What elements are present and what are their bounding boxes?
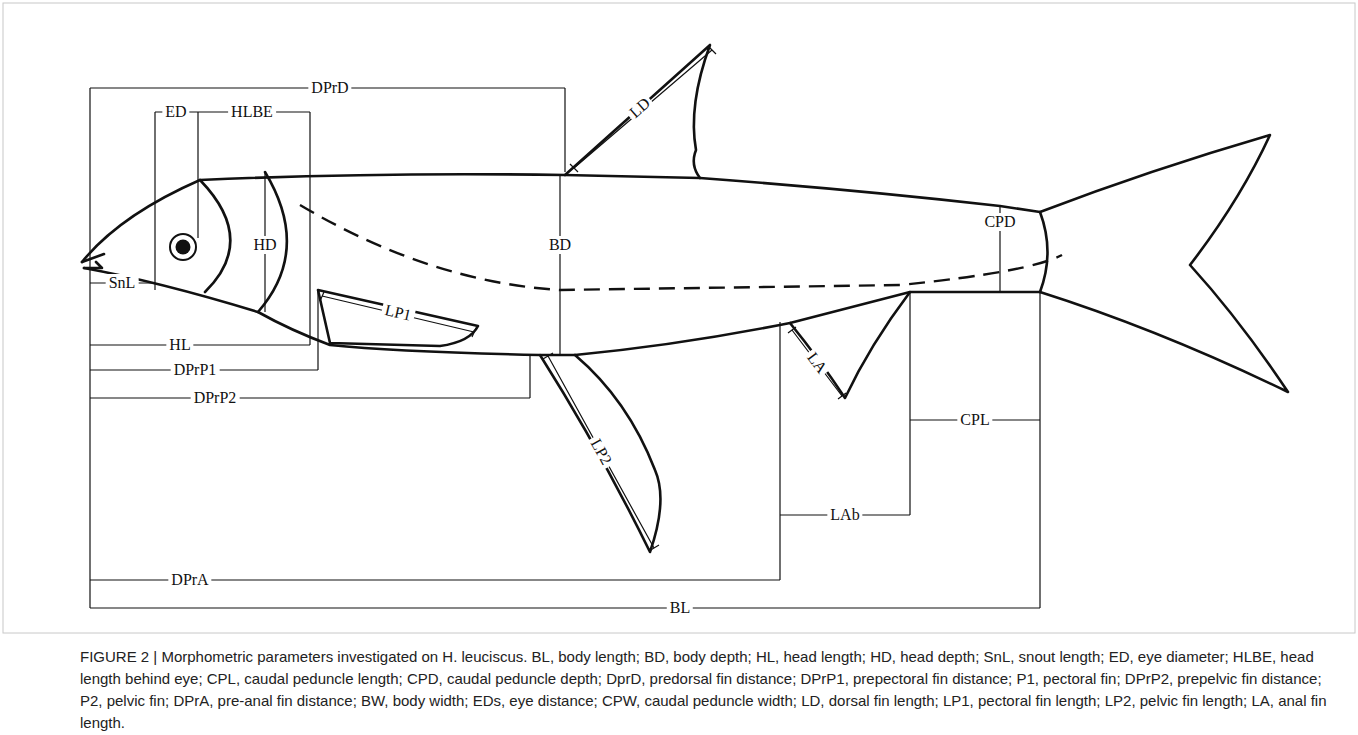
- dimension-label: BD: [546, 236, 574, 254]
- dimension-label: LP2: [585, 433, 617, 470]
- dimension-label: SnL: [106, 274, 139, 292]
- dimension-label: DPrP2: [191, 389, 240, 407]
- dimension-label: BL: [667, 599, 693, 617]
- figure-frame: [3, 3, 1355, 633]
- measurement-lines: [90, 46, 1040, 608]
- dimension-label: HD: [250, 236, 279, 254]
- dimension-label: DPrA: [168, 571, 211, 589]
- lateral-line: [300, 205, 1062, 290]
- dimension-label: HLBE: [228, 103, 276, 121]
- dimension-label: CPL: [957, 411, 992, 429]
- fish-outline: [82, 45, 1288, 552]
- dimension-label: LP1: [380, 301, 416, 326]
- dimension-label: DPrD: [308, 79, 351, 97]
- dimension-label: CPD: [981, 213, 1018, 231]
- eye: [170, 234, 196, 260]
- dimension-label: HL: [166, 336, 193, 354]
- figure-caption: FIGURE 2 | Morphometric parameters inves…: [80, 646, 1345, 734]
- dimension-label: LAb: [827, 506, 862, 524]
- dimension-label: ED: [162, 103, 189, 121]
- dimension-label: DPrP1: [171, 361, 220, 379]
